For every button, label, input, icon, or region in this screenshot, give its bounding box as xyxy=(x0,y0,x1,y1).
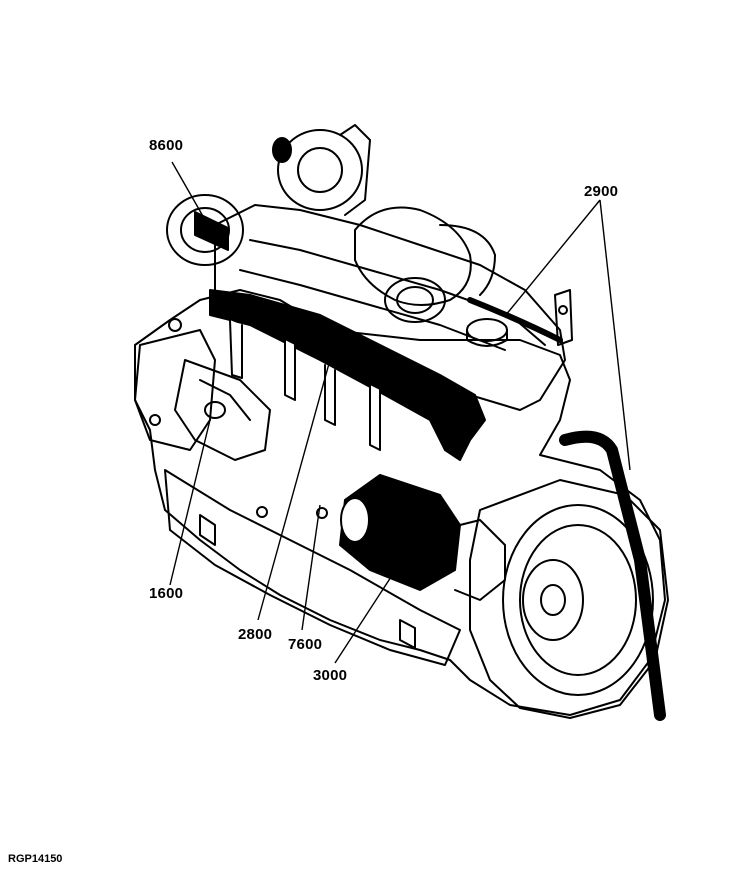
callout-8600: 8600 xyxy=(149,137,184,154)
exhaust-manifold xyxy=(209,289,486,461)
leader-2900-a xyxy=(504,199,601,317)
leader-7600 xyxy=(301,504,321,631)
flywheel-housing xyxy=(469,479,669,719)
fuel-injection-pump xyxy=(174,359,271,461)
fan-pulley xyxy=(166,194,244,266)
turbocharger xyxy=(354,206,472,306)
leader-2800 xyxy=(257,359,331,621)
flywheel xyxy=(502,504,654,696)
figure-reference-code: RGP14150 xyxy=(8,853,63,865)
oil-filler-cap xyxy=(466,318,508,342)
timing-cover xyxy=(134,329,216,451)
leader-1600 xyxy=(169,419,211,586)
oil-pan xyxy=(164,469,461,666)
alternator xyxy=(277,129,363,211)
leader-2900-b xyxy=(599,199,631,471)
leader-3000 xyxy=(334,559,403,664)
callout-3000: 3000 xyxy=(313,667,348,684)
callout-1600: 1600 xyxy=(149,585,184,602)
callout-2800: 2800 xyxy=(238,626,273,643)
coolant-hose xyxy=(559,430,666,721)
starter-motor xyxy=(339,474,461,591)
callout-7600: 7600 xyxy=(288,636,323,653)
callout-2900: 2900 xyxy=(584,183,619,200)
leader-8600 xyxy=(171,161,213,233)
